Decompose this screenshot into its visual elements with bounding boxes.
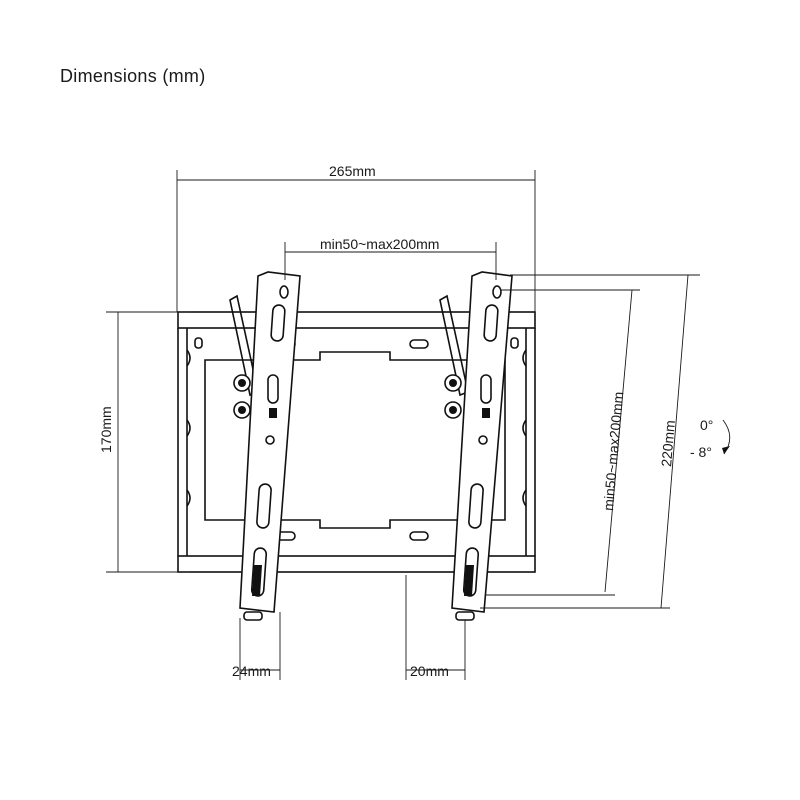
right-arm — [439, 271, 513, 621]
right-nut-bottom-icon — [444, 401, 462, 419]
tilt-bottom-label: - 8° — [690, 444, 712, 460]
page-title: Dimensions (mm) — [60, 66, 206, 86]
dimension-lines — [106, 170, 731, 680]
tilt-top-label: 0° — [700, 417, 714, 433]
arm-width-label: 24mm — [232, 663, 271, 679]
wall-plate — [177, 311, 536, 573]
left-nut-top-icon — [233, 374, 251, 392]
vesa-horizontal-label: min50~max200mm — [320, 236, 440, 252]
right-nut-top-icon — [444, 374, 462, 392]
overall-width-label: 265mm — [329, 163, 376, 179]
left-arm — [229, 271, 301, 621]
left-nut-bottom-icon — [233, 401, 251, 419]
wall-depth-label: 20mm — [410, 663, 449, 679]
plate-height-label: 170mm — [98, 406, 114, 453]
